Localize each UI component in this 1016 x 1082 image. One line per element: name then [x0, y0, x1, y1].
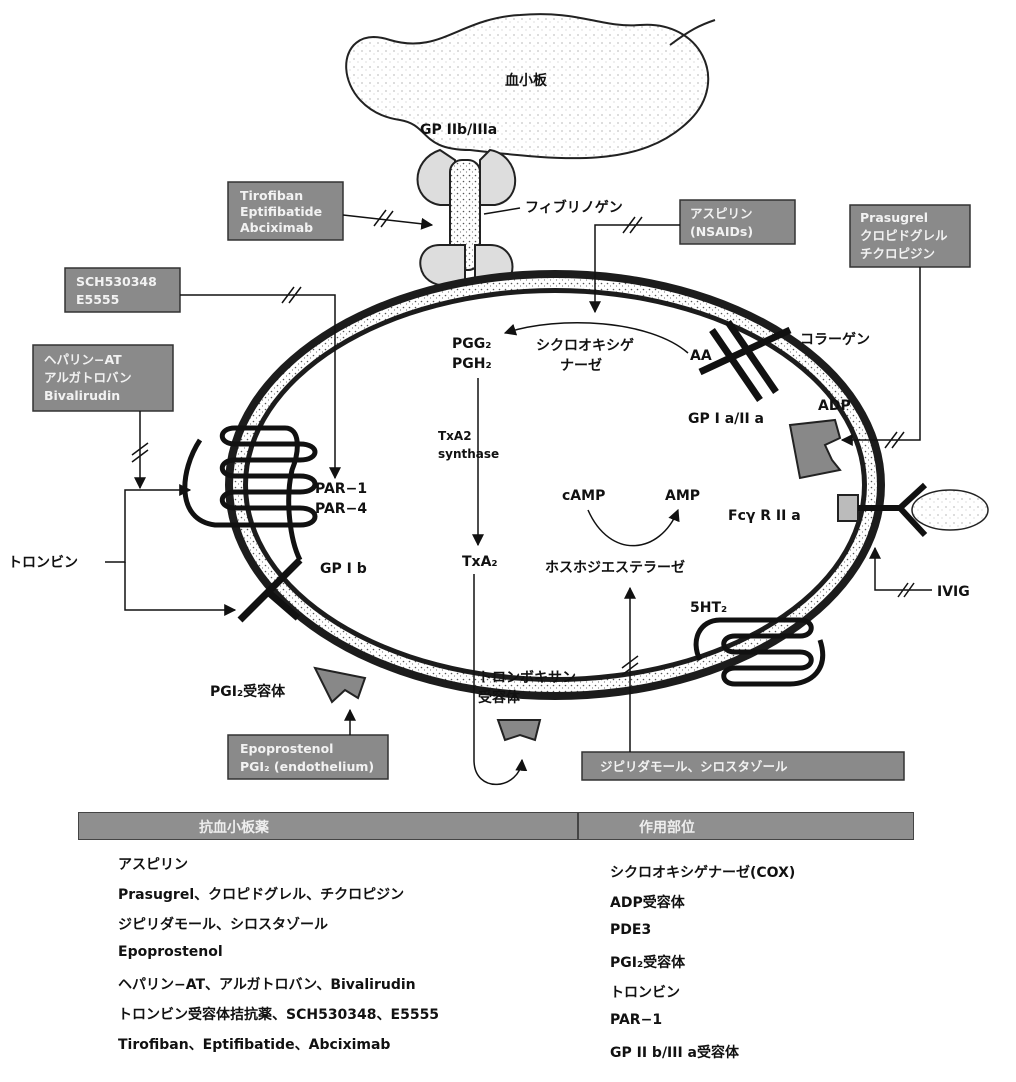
svg-text:Abciximab: Abciximab — [240, 220, 313, 235]
adp-label: ADP — [818, 398, 851, 414]
txa2-receptor — [498, 720, 540, 740]
svg-text:アスピリン: アスピリン — [690, 206, 753, 221]
pde-label: ホスホジエステラーゼ — [545, 559, 685, 576]
txa2-synthase-label-1: TxA2 — [438, 429, 472, 443]
pgi2-receptor-label: PGI₂受容体 — [210, 683, 286, 700]
table-row-drug: Epoprostenol — [118, 944, 223, 960]
table-row-site: PDE3 — [610, 922, 651, 938]
svg-text:Prasugrel: Prasugrel — [860, 210, 928, 225]
aa-label: AA — [690, 348, 712, 364]
table-row-drug: トロンビン受容体拮抗薬、SCH530348、E5555 — [118, 1004, 439, 1024]
svg-text:アルガトロバン: アルガトロバン — [44, 370, 132, 385]
platelet-label: 血小板 — [505, 72, 548, 89]
gp1b-label: GP I b — [320, 561, 367, 577]
drug-box-prasugrel: Prasugrel クロピドグレル チクロピジン — [850, 205, 970, 267]
txa2-receptor-label-1: トロンボキサン — [478, 670, 576, 686]
collagen-label: コラーゲン — [800, 331, 870, 348]
fibrinogen-label: フィブリノゲン — [525, 199, 623, 216]
par4-label: PAR−4 — [315, 501, 367, 517]
drug-box-sch: SCH530348 E5555 — [65, 268, 180, 312]
drug-box-epoprostenol: Epoprostenol PGI₂ (endothelium) — [228, 735, 388, 779]
pgh2-label: PGH₂ — [452, 356, 492, 372]
svg-text:Eptifibatide: Eptifibatide — [240, 204, 322, 219]
drug-table: 抗血小板薬 作用部位 アスピリン シクロオキシゲナーゼ(COX) Prasugr… — [0, 812, 1016, 1082]
drug-box-dipyridamole: ジピリダモール、シロスタゾール — [582, 752, 904, 780]
header-site: 作用部位 — [639, 817, 695, 837]
svg-text:Bivalirudin: Bivalirudin — [44, 388, 120, 403]
table-row-drug: Tirofiban、Eptifibatide、Abciximab — [118, 1034, 390, 1054]
txa2-synthase-label-2: synthase — [438, 447, 499, 461]
svg-text:Tirofiban: Tirofiban — [240, 188, 303, 203]
svg-text:PGI₂ (endothelium): PGI₂ (endothelium) — [240, 759, 374, 774]
gp2b3a-label: GP IIb/IIIa — [420, 122, 497, 138]
gp1a2a-label: GP I a/II a — [688, 411, 764, 427]
platelet-diagram: 血小板 GP IIb/IIIa フィブリノゲン PGG₂ PGH₂ シクロオキシ… — [0, 0, 1016, 800]
table-row-drug: ジピリダモール、シロスタゾール — [118, 914, 328, 934]
5ht2-label: 5HT₂ — [690, 600, 727, 616]
table-row-site: PAR−1 — [610, 1012, 662, 1028]
drug-box-aspirin: アスピリン (NSAIDs) — [680, 200, 795, 244]
table-row-drug: Prasugrel、クロピドグレル、チクロピジン — [118, 884, 404, 904]
pgi2-receptor — [315, 668, 365, 702]
svg-text:E5555: E5555 — [76, 292, 119, 307]
table-row-site: ADP受容体 — [610, 892, 685, 912]
cox-label-1: シクロオキシゲ — [536, 337, 634, 354]
table-header-right: 作用部位 — [578, 812, 914, 840]
svg-text:クロピドグレル: クロピドグレル — [860, 228, 948, 243]
amp-label: AMP — [665, 488, 700, 504]
table-header-left: 抗血小板薬 — [78, 812, 578, 840]
table-row-site: GP II b/III a受容体 — [610, 1042, 739, 1062]
txa2-receptor-label-2: 受容体 — [478, 689, 521, 706]
txa2-label: TxA₂ — [462, 554, 498, 570]
table-row-drug: ヘパリン−AT、アルガトロバン、Bivalirudin — [118, 974, 416, 994]
drug-box-tirofiban: Tirofiban Eptifibatide Abciximab — [228, 182, 343, 240]
gp2b3a-receptor — [418, 150, 516, 285]
svg-text:ヘパリン−AT: ヘパリン−AT — [44, 352, 122, 367]
pgg2-label: PGG₂ — [452, 336, 491, 352]
svg-text:Epoprostenol: Epoprostenol — [240, 741, 333, 756]
table-row-site: PGI₂受容体 — [610, 952, 685, 972]
svg-text:チクロピジン: チクロピジン — [860, 246, 935, 261]
table-row-site: トロンビン — [610, 982, 680, 1002]
ivig-label: IVIG — [937, 584, 970, 600]
camp-label: cAMP — [562, 488, 605, 504]
thrombin-label: トロンビン — [8, 555, 78, 571]
par1-label: PAR−1 — [315, 481, 367, 497]
table-row-drug: アスピリン — [118, 854, 188, 874]
svg-text:(NSAIDs): (NSAIDs) — [690, 224, 753, 239]
table-row-site: シクロオキシゲナーゼ(COX) — [610, 862, 795, 882]
header-drug: 抗血小板薬 — [199, 817, 269, 837]
fcgr-label: Fcγ R II a — [728, 508, 801, 524]
cox-label-2: ナーゼ — [560, 357, 602, 374]
drug-box-heparin: ヘパリン−AT アルガトロバン Bivalirudin — [33, 345, 173, 411]
svg-text:SCH530348: SCH530348 — [76, 274, 157, 289]
svg-text:ジピリダモール、シロスタゾール: ジピリダモール、シロスタゾール — [600, 759, 788, 774]
